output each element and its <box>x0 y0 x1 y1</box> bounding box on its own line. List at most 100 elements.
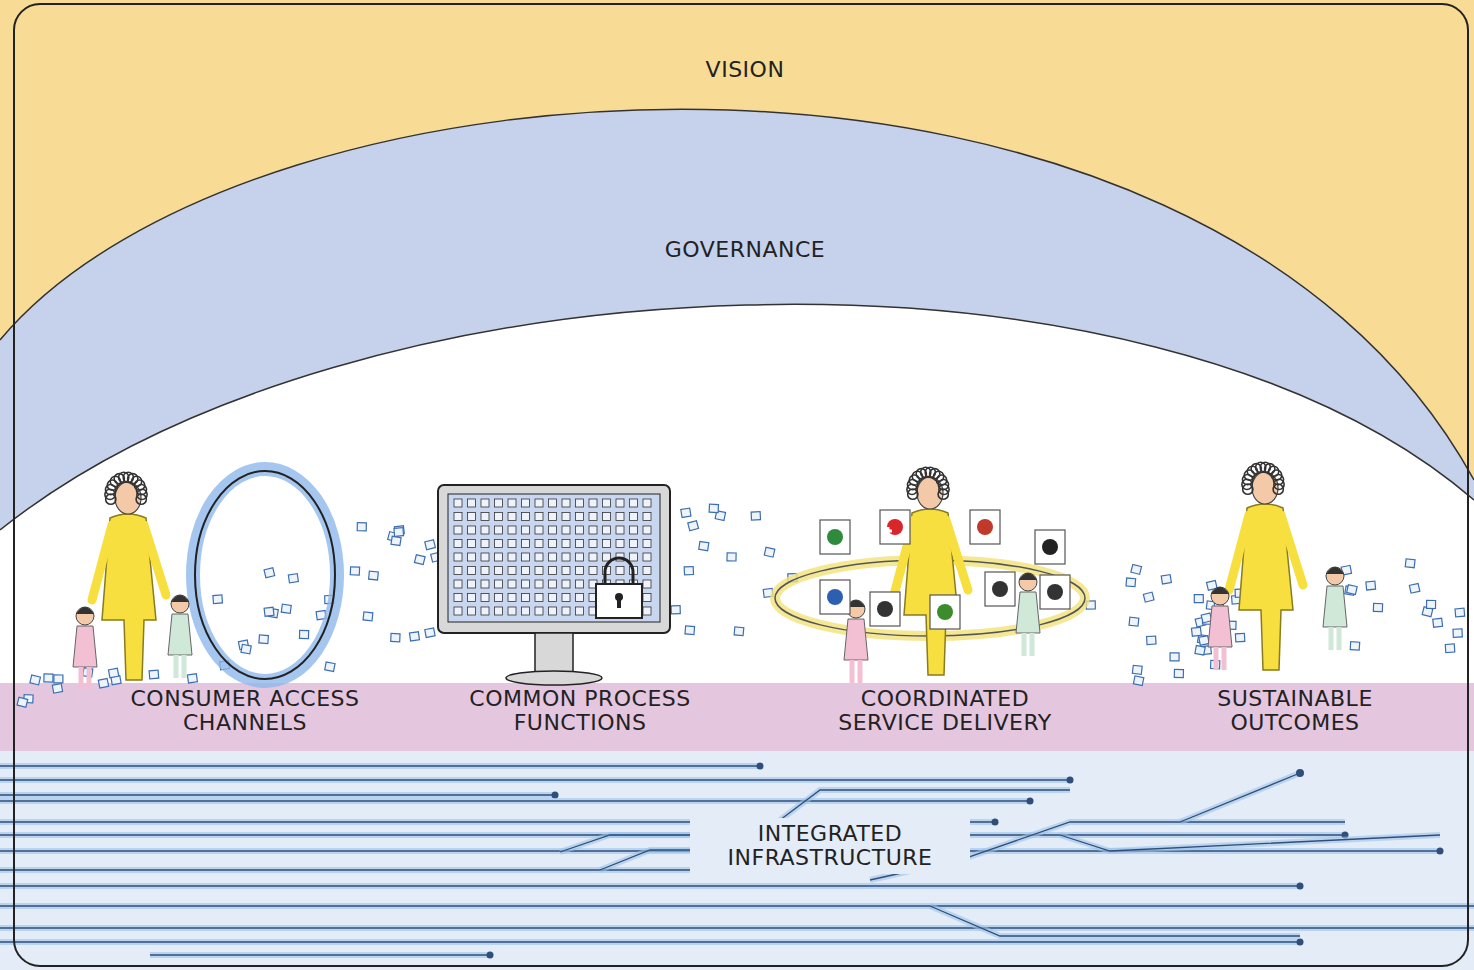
screen-cell <box>549 513 557 521</box>
data-square <box>1350 642 1359 651</box>
data-square <box>409 632 419 641</box>
screen-cell <box>549 553 557 561</box>
screen-cell <box>454 513 462 521</box>
circuit-glow <box>0 939 1300 945</box>
screen-cell <box>589 513 597 521</box>
data-square <box>671 606 680 614</box>
screen-cell <box>630 499 638 507</box>
service-icon <box>930 595 960 629</box>
child-hair <box>76 607 94 614</box>
screen-cell <box>495 567 503 575</box>
circuit-node <box>1437 848 1444 855</box>
circuit-glow <box>1060 835 1440 851</box>
screen-cell <box>495 607 503 615</box>
data-square <box>394 528 404 537</box>
screen-cell <box>481 540 489 548</box>
screen-cell <box>495 580 503 588</box>
data-square <box>1133 676 1143 686</box>
screen-cell <box>562 567 570 575</box>
child-figure <box>844 619 868 660</box>
data-square <box>1405 559 1415 568</box>
data-square <box>685 626 695 635</box>
child-legs <box>1331 627 1339 650</box>
data-square <box>149 670 159 679</box>
circuit-node <box>757 763 764 770</box>
screen-cell <box>589 553 597 561</box>
circuit-node <box>487 952 494 959</box>
data-square <box>1455 608 1465 617</box>
screen-cell <box>603 499 611 507</box>
screen-cell <box>562 540 570 548</box>
icon-mark <box>827 529 843 545</box>
data-square <box>391 633 400 641</box>
lock-body <box>596 584 642 618</box>
data-square <box>259 635 269 644</box>
data-square <box>688 521 699 531</box>
data-square <box>699 541 709 550</box>
circuit-line <box>0 794 555 795</box>
screen-cell <box>576 594 584 602</box>
data-square <box>288 574 298 583</box>
child-figure <box>168 614 192 655</box>
data-square <box>751 512 760 520</box>
screen-cell <box>508 594 516 602</box>
band-label: COORDINATED SERVICE DELIVERY <box>815 687 1075 735</box>
circuit-glow <box>0 763 760 769</box>
service-icon <box>820 520 850 554</box>
screen-cell <box>576 526 584 534</box>
screen-cell <box>576 540 584 548</box>
screen-cell <box>522 526 530 534</box>
data-square <box>1453 629 1462 637</box>
screen-cell <box>468 526 476 534</box>
data-square <box>1445 644 1454 653</box>
band-label: CONSUMER ACCESS CHANNELS <box>130 687 360 735</box>
data-square <box>1366 581 1376 590</box>
inner-ground <box>0 304 1474 970</box>
service-icon <box>870 592 900 626</box>
screen-cell <box>468 607 476 615</box>
child-legs <box>81 667 89 690</box>
screen-cell <box>576 553 584 561</box>
keyhole <box>617 598 621 608</box>
circuit-glow <box>0 777 1070 783</box>
screen-cell <box>454 580 462 588</box>
circuit-glow <box>0 798 1030 804</box>
monitor-screen <box>448 494 660 622</box>
screen-cell <box>481 607 489 615</box>
data-square <box>241 644 251 654</box>
service-icon <box>970 510 1000 544</box>
screen-cell <box>522 567 530 575</box>
screen-cell <box>495 594 503 602</box>
arm <box>1281 515 1303 585</box>
monitor-base <box>506 671 602 685</box>
screen-cell <box>481 580 489 588</box>
screen-cell <box>603 553 611 561</box>
screen-cell <box>603 540 611 548</box>
circuit-glow <box>0 925 1474 931</box>
child-figure <box>1016 592 1040 633</box>
data-square <box>1131 564 1142 574</box>
screen-cell <box>522 499 530 507</box>
circuit-glow <box>1180 773 1300 822</box>
child-legs <box>1024 633 1032 656</box>
screen-cell <box>508 513 516 521</box>
screen-cell <box>549 526 557 534</box>
data-square <box>54 675 63 683</box>
data-square <box>363 612 373 621</box>
screen-cell <box>508 526 516 534</box>
screen-cell <box>481 499 489 507</box>
icon-mark <box>1042 539 1058 555</box>
data-square <box>709 504 718 512</box>
screen-cell <box>454 540 462 548</box>
screen-cell <box>522 553 530 561</box>
curly-hair <box>1273 484 1283 494</box>
screen-cell <box>643 540 651 548</box>
circuit-glow <box>150 952 490 958</box>
portal-glow <box>193 469 337 681</box>
screen-cell <box>468 580 476 588</box>
circuit-glow <box>0 883 1300 889</box>
data-square <box>357 523 366 531</box>
infrastructure-ground <box>0 751 1474 970</box>
